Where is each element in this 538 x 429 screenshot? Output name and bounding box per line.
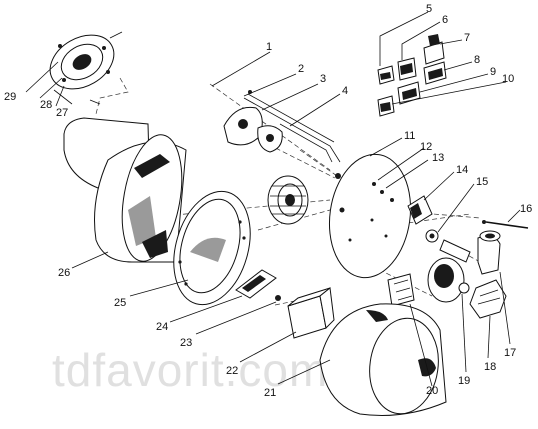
callout-13: 13 bbox=[432, 152, 444, 164]
callout-11: 11 bbox=[404, 130, 415, 142]
solenoid-block bbox=[407, 195, 439, 243]
air-damper-plate bbox=[173, 190, 251, 306]
callout-9: 9 bbox=[490, 66, 496, 78]
callout-28: 28 bbox=[40, 99, 52, 111]
callout-22: 22 bbox=[226, 365, 238, 377]
callout-29: 29 bbox=[4, 91, 16, 103]
callout-4: 4 bbox=[342, 85, 348, 97]
fan-wheel bbox=[267, 175, 309, 225]
oil-pump bbox=[439, 230, 501, 275]
connector-set bbox=[377, 34, 447, 117]
callout-26: 26 bbox=[58, 267, 70, 279]
callout-5: 5 bbox=[426, 3, 432, 15]
callout-20: 20 bbox=[426, 385, 438, 397]
screw bbox=[275, 295, 281, 301]
callout-1: 1 bbox=[266, 41, 272, 53]
burner-housing bbox=[63, 117, 187, 263]
callout-labels: 1 2 3 4 5 6 7 8 9 10 11 12 13 14 15 16 1… bbox=[4, 3, 532, 399]
callout-15: 15 bbox=[476, 176, 488, 188]
callout-25: 25 bbox=[114, 297, 126, 309]
callout-10: 10 bbox=[502, 73, 514, 85]
callout-6: 6 bbox=[442, 14, 448, 26]
cover-hood bbox=[319, 303, 447, 416]
leader-lines bbox=[25, 11, 521, 387]
ignition-transformer bbox=[287, 287, 335, 339]
callout-8: 8 bbox=[474, 54, 480, 66]
callout-21: 21 bbox=[264, 387, 276, 399]
electrode-assembly bbox=[223, 90, 341, 163]
callout-7: 7 bbox=[464, 32, 470, 44]
callout-2: 2 bbox=[298, 63, 304, 75]
callout-14: 14 bbox=[456, 164, 468, 176]
callout-16: 16 bbox=[520, 203, 532, 215]
callout-18: 18 bbox=[484, 361, 496, 373]
callout-27: 27 bbox=[56, 107, 68, 119]
control-box bbox=[469, 279, 507, 319]
callout-12: 12 bbox=[420, 141, 432, 153]
flange-plate bbox=[49, 31, 123, 105]
callout-3: 3 bbox=[320, 73, 326, 85]
callout-19: 19 bbox=[458, 375, 470, 387]
callout-23: 23 bbox=[180, 337, 192, 349]
callout-24: 24 bbox=[156, 321, 168, 333]
callout-17: 17 bbox=[504, 347, 516, 359]
mounting-plate bbox=[328, 153, 412, 279]
rod bbox=[482, 220, 529, 229]
motor bbox=[387, 257, 470, 307]
small-plate bbox=[235, 269, 277, 299]
